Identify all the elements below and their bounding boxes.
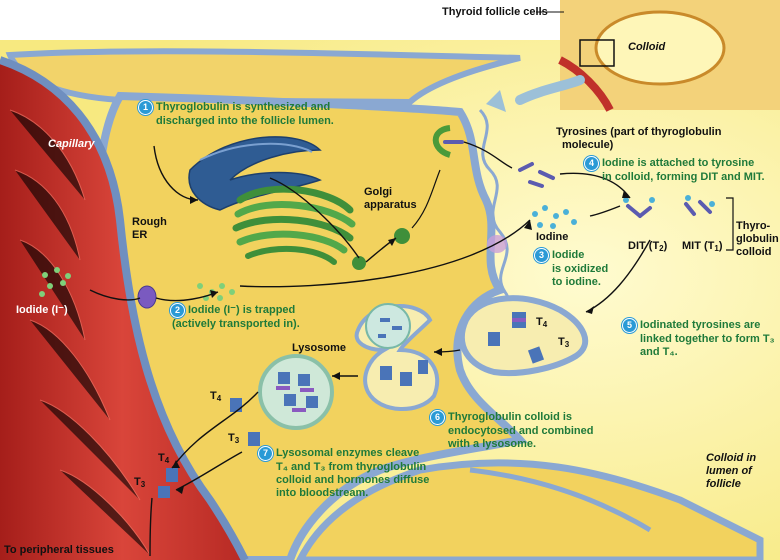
label-t3-blood: T3 bbox=[134, 476, 145, 491]
label-iodine: Iodine bbox=[536, 231, 568, 244]
follicle-inset bbox=[560, 0, 780, 110]
label-tyrosines-2: molecule) bbox=[562, 139, 613, 152]
label-rough-er-1: Rough bbox=[132, 216, 167, 229]
label-rough-er-2: ER bbox=[132, 229, 147, 242]
step-4-number: 4 bbox=[584, 156, 599, 171]
label-lysosome: Lysosome bbox=[292, 342, 346, 355]
step-2-number: 2 bbox=[170, 303, 185, 318]
label-golgi-1: Golgi bbox=[364, 186, 392, 199]
label-t3-cell: T3 bbox=[228, 432, 239, 447]
label-thyro-3: colloid bbox=[736, 246, 771, 259]
label-golgi-2: apparatus bbox=[364, 199, 417, 212]
label-colloid-lumen-2: lumen of bbox=[706, 465, 752, 478]
label-tyrosines-1: Tyrosines (part of thyroglobulin bbox=[556, 126, 721, 139]
label-mit: MIT (T1) bbox=[682, 240, 723, 255]
step-3-number: 3 bbox=[534, 248, 549, 263]
label-iodide: Iodide (I⁻) bbox=[16, 304, 68, 317]
label-colloid-lumen-1: Colloid in bbox=[706, 452, 756, 465]
step-5-number: 5 bbox=[622, 318, 637, 333]
label-dit: DIT (T2) bbox=[628, 240, 667, 255]
label-t4-blood: T4 bbox=[158, 452, 169, 467]
step-1-number: 1 bbox=[138, 100, 153, 115]
label-thyro-2: globulin bbox=[736, 233, 779, 246]
label-thyro-1: Thyro- bbox=[736, 220, 770, 233]
label-t4-cell: T4 bbox=[210, 390, 221, 405]
lysosome bbox=[366, 304, 410, 348]
label-capillary: Capillary bbox=[48, 138, 94, 151]
label-colloid-lumen-3: follicle bbox=[706, 478, 741, 491]
fused-lysosome bbox=[260, 356, 332, 428]
label-thyroid-follicle-cells: Thyroid follicle cells bbox=[442, 6, 548, 19]
label-t4-pocket: T4 bbox=[536, 316, 547, 331]
label-colloid-inset: Colloid bbox=[628, 41, 665, 54]
label-to-peripheral-tissues: To peripheral tissues bbox=[4, 544, 114, 557]
label-t3-pocket: T3 bbox=[558, 336, 569, 351]
step-6-number: 6 bbox=[430, 410, 445, 425]
step-7-number: 7 bbox=[258, 446, 273, 461]
